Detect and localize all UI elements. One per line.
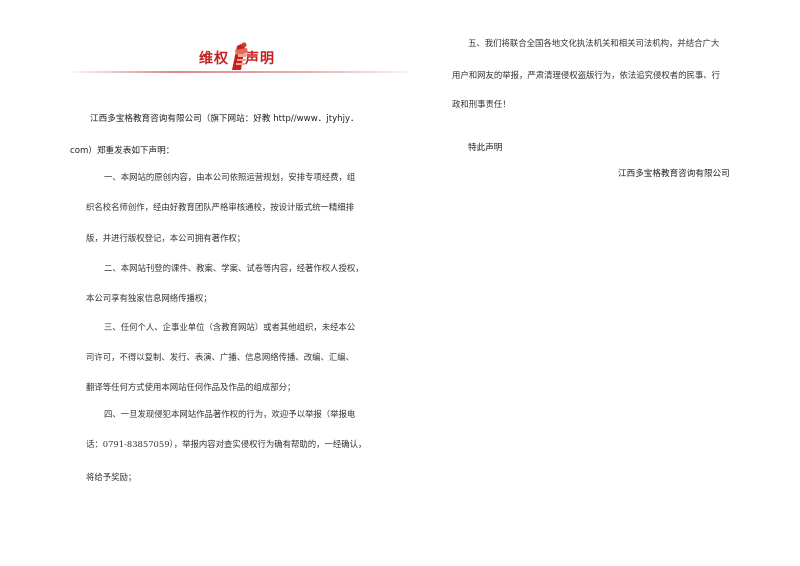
title-right: 声明 bbox=[245, 51, 275, 67]
company-signature: 江西多宝格教育咨询有限公司 bbox=[618, 169, 730, 179]
clause-1-line-2: 织名校名师创作，经由好教育团队严格审核通校，按设计版式统一精细排 bbox=[86, 202, 354, 212]
clause-4-line-2: 话：0791-83857059），举报内容对查实侵权行为确有帮助的，一经确认， bbox=[86, 439, 367, 449]
clause-4-line-1: 四、一旦发现侵犯本网站作品著作权的行为，欢迎予以举报（举报电 bbox=[104, 409, 356, 419]
clause-1-line-1: 一、本网站的原创内容，由本公司依照运营规划，安排专项经费，组 bbox=[104, 172, 356, 182]
clause-3-line-2: 司许可，不得以复制、发行、表演、广播、信息网络传播、改编、汇编、 bbox=[86, 352, 354, 362]
clause-5-line-2: 用户和网友的举报，严肃清理侵权盗版行为，依法追究侵权者的民事、行 bbox=[452, 70, 720, 80]
clause-3-line-1: 三、任何个人、企事业单位（含教育网站）或者其他组织，未经本公 bbox=[104, 322, 356, 332]
clause-1-line-3: 版，并进行版权登记，本公司拥有著作权； bbox=[86, 233, 246, 243]
clause-5-line-1: 五、我们将联合全国各地文化执法机关和相关司法机构，并结合广大 bbox=[468, 38, 720, 48]
header-divider bbox=[72, 71, 408, 73]
page-title: 维权声明 bbox=[199, 48, 275, 68]
closing-statement: 特此声明 bbox=[468, 143, 503, 153]
clause-5-line-3: 政和刑事责任！ bbox=[452, 99, 511, 109]
rights-emblem-icon bbox=[232, 42, 248, 70]
clause-4-line-3: 将给予奖励； bbox=[86, 472, 137, 482]
declaration-header: 维权声明 bbox=[72, 40, 408, 76]
title-left: 维权 bbox=[199, 51, 229, 67]
intro-line-2: com）郑重发表如下声明： bbox=[70, 146, 175, 156]
clause-2-line-1: 二、本网站刊登的课件、教案、学案、试卷等内容，经著作权人授权， bbox=[104, 263, 364, 273]
clause-3-line-3: 翻译等任何方式使用本网站任何作品及作品的组成部分； bbox=[86, 382, 296, 392]
intro-line-1: 江西多宝格教育咨询有限公司（旗下网站：好教 http//www．jtyhjy． bbox=[90, 114, 359, 124]
clause-2-line-2: 本公司享有独家信息网络传播权； bbox=[86, 293, 212, 303]
